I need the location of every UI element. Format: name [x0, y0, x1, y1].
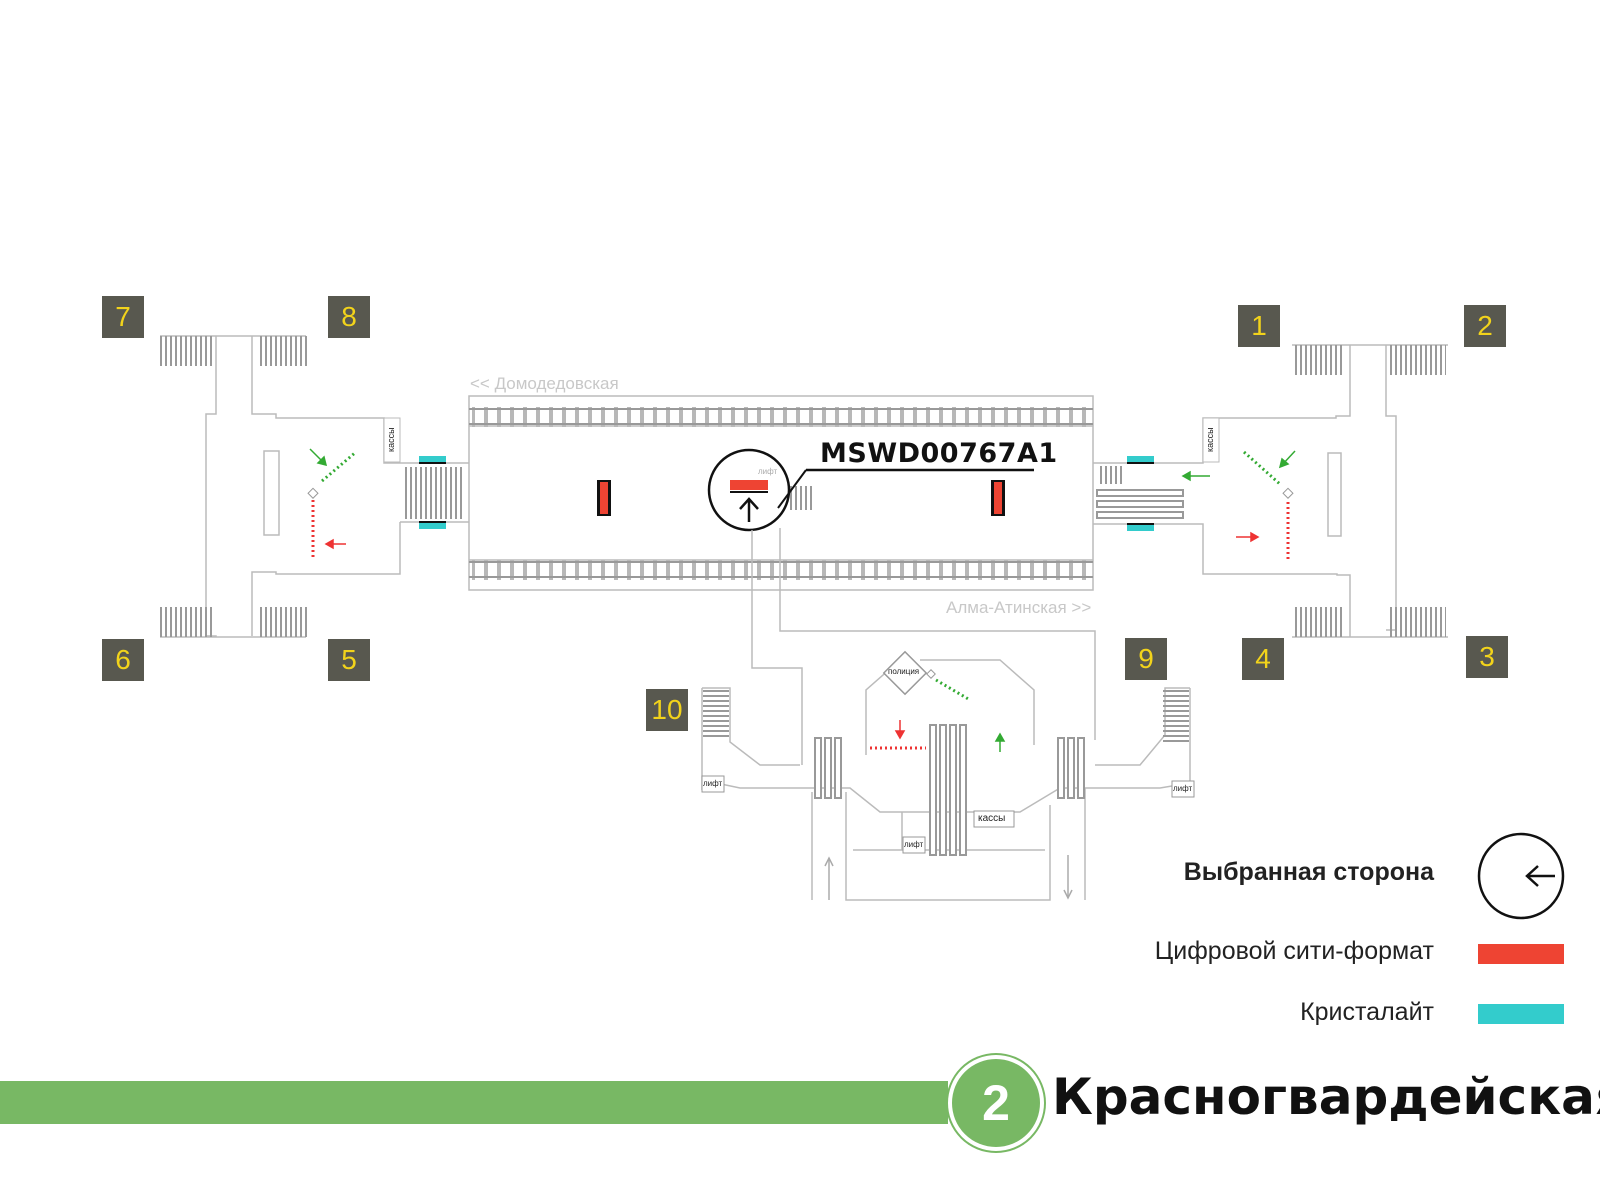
station-name: Красногвардейская	[1052, 1068, 1600, 1126]
stairs-exit-1	[1292, 345, 1344, 375]
south-entry-turnstiles	[935, 678, 971, 702]
ticket-office-west-label: кассы	[386, 427, 396, 452]
legend-crystalite: Кристалайт	[1300, 998, 1434, 1026]
track-bottom	[469, 560, 1093, 580]
lift-south-label: лифт	[904, 840, 924, 849]
placement-code: MSWD00767A1	[820, 438, 1058, 469]
platform-lift-stairs	[790, 486, 814, 510]
lift-west-label: лифт	[703, 779, 723, 788]
exit-3: 3	[1466, 636, 1508, 678]
exit-8: 8	[328, 296, 370, 338]
stairs-exit-9	[1163, 690, 1189, 742]
passage-entry-arrow-icon	[1181, 470, 1210, 482]
placement-marker	[707, 448, 1034, 532]
west-entry-turnstiles	[321, 450, 357, 483]
south-vestibule	[701, 659, 1191, 901]
stairs-exit-4	[1292, 607, 1344, 637]
street-arrow-down-icon	[1063, 855, 1073, 900]
exit-7: 7	[102, 296, 144, 338]
legend-crystalite-swatch	[1478, 1004, 1564, 1024]
line-color-bar	[0, 1081, 948, 1124]
placement-digital-panel	[730, 480, 768, 490]
exit-1: 1	[1238, 305, 1280, 347]
south-escalators-east	[1057, 737, 1085, 799]
exit-9: 9	[1125, 638, 1167, 680]
exit-5: 5	[328, 639, 370, 681]
east-entry-turnstiles	[1243, 450, 1282, 487]
arrow-left-icon	[1525, 865, 1555, 887]
crystalite-east-bottom	[1127, 524, 1154, 531]
exit-4: 4	[1242, 638, 1284, 680]
stairs-exit-10	[703, 688, 729, 740]
direction-bottom: Алма-Атинская >>	[946, 598, 1092, 617]
legend-selected-side: Выбранная сторона	[1183, 858, 1434, 886]
west-passage-stairs	[403, 467, 465, 519]
stairs-exit-3	[1390, 607, 1446, 637]
lift-platform-label: лифт	[758, 467, 778, 476]
west-entry-arrow-icon	[309, 448, 328, 467]
police-post	[882, 650, 928, 696]
south-escalators-center	[929, 724, 967, 856]
digital-panel-west	[597, 480, 611, 516]
south-entry-arrow-icon	[994, 732, 1006, 752]
south-passage	[751, 528, 1096, 765]
ticket-office-east-label: кассы	[1205, 427, 1215, 452]
legend-digital-city-format-swatch	[1478, 944, 1564, 964]
crystalite-west-top	[419, 456, 446, 463]
exit-6: 6	[102, 639, 144, 681]
arrow-up-icon	[739, 497, 759, 522]
ticket-office-south-label: кассы	[978, 813, 1006, 824]
street-arrow-up-icon	[824, 856, 834, 900]
south-exit-arrow-icon	[894, 720, 906, 740]
line-number-badge: 2	[948, 1055, 1044, 1151]
track-top	[469, 407, 1093, 427]
stairs-exit-7	[160, 336, 212, 366]
selected-side-legend-symbol	[1477, 832, 1565, 920]
police-label: полиция	[888, 667, 920, 676]
exit-2: 2	[1464, 305, 1506, 347]
stairs-exit-2	[1390, 345, 1446, 375]
crystalite-east-top	[1127, 456, 1154, 463]
stairs-exit-5	[258, 607, 310, 637]
east-passage-stairs	[1097, 466, 1125, 484]
legend-digital-city-format: Цифровой сити-формат	[1154, 937, 1434, 965]
lift-east-label: лифт	[1173, 784, 1193, 793]
direction-top: << Домодедовская	[470, 374, 619, 393]
east-entry-arrow-icon	[1278, 450, 1296, 469]
west-exit-arrow-icon	[324, 538, 346, 550]
east-exit-arrow-icon	[1236, 531, 1260, 543]
south-escalators-west	[814, 737, 842, 799]
east-escalators	[1096, 489, 1184, 519]
stairs-exit-6	[160, 607, 212, 637]
east-vestibule	[1093, 344, 1448, 638]
crystalite-west-bottom	[419, 522, 446, 529]
digital-panel-east	[991, 480, 1005, 516]
exit-10: 10	[646, 689, 688, 731]
stairs-exit-8	[258, 336, 310, 366]
